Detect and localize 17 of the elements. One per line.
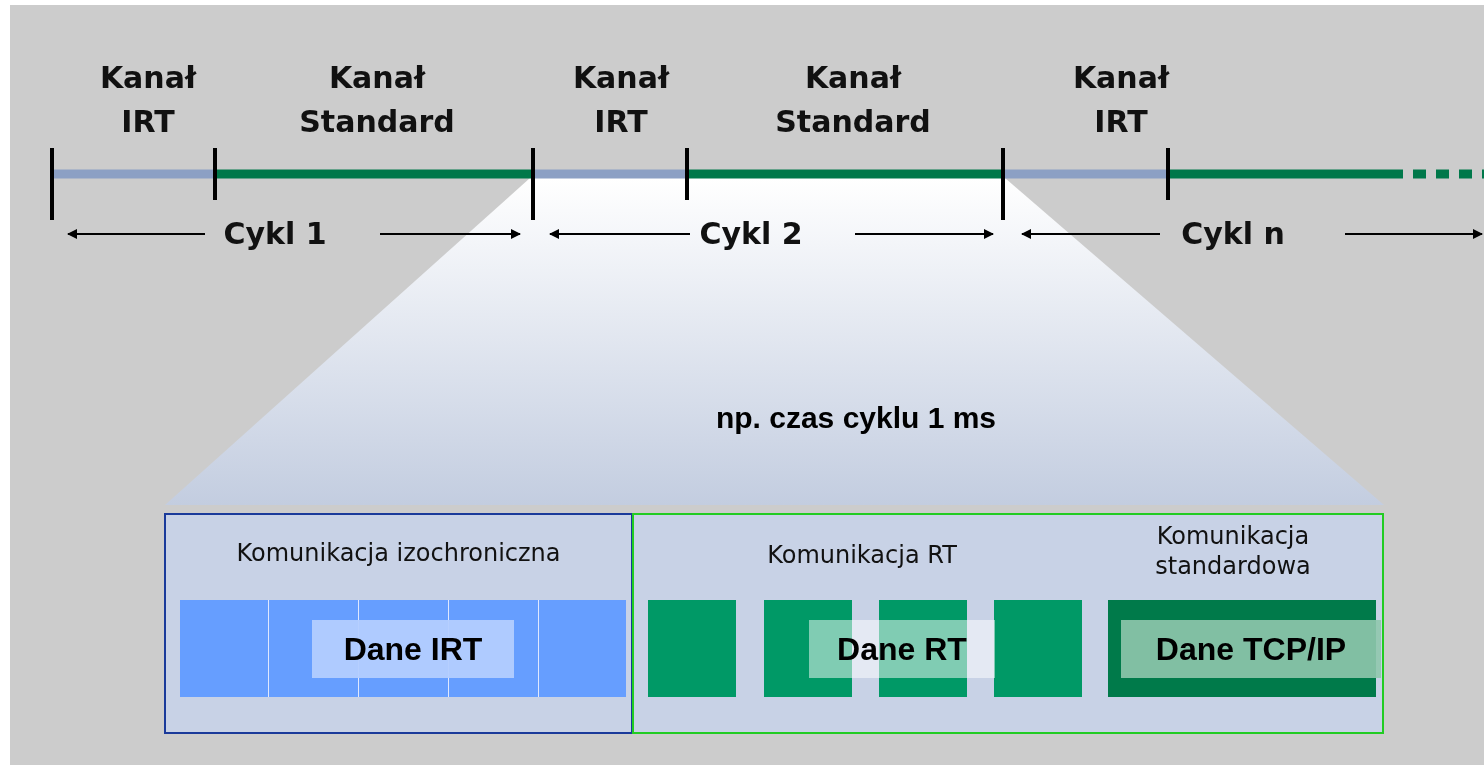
panel-heading: Komunikacja RT — [766, 540, 958, 571]
data-label-box: Dane TCP/IP — [1121, 620, 1381, 678]
data-label-box: Dane IRT — [312, 620, 514, 678]
channel-label: Kanał Standard — [298, 59, 456, 141]
cycle-time-note: np. czas cyklu 1 ms — [714, 400, 998, 436]
cycle-label: Cykl n — [1180, 216, 1286, 252]
real-time-panel — [632, 513, 1384, 734]
panel-heading: Komunikacja izochroniczna — [235, 538, 562, 569]
channel-label: Kanał IRT — [98, 59, 198, 141]
channel-label: Kanał IRT — [571, 59, 671, 141]
panel-heading: Komunikacja standardowa — [1154, 521, 1312, 581]
data-label-box: Dane RT — [809, 620, 995, 678]
isochronous-panel — [164, 513, 633, 734]
cycle-label: Cykl 2 — [698, 216, 804, 252]
cycle-label: Cykl 1 — [222, 216, 328, 252]
channel-label: Kanał IRT — [1071, 59, 1171, 141]
channel-label: Kanał Standard — [774, 59, 932, 141]
